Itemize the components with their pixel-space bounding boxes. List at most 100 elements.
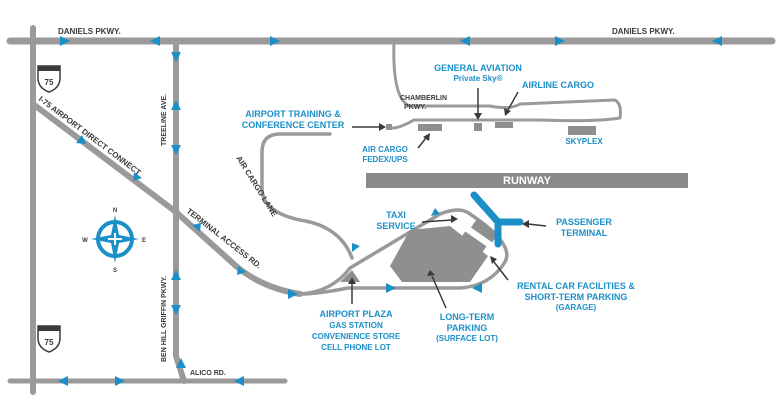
chamberlin-road (390, 39, 622, 130)
compass-rose-icon: N S E W (82, 208, 146, 274)
shield-band (38, 326, 60, 331)
taxi-service-label-1: TAXI (386, 210, 406, 220)
chamberlin-label-2: PKWY. (404, 104, 426, 111)
general-aviation-building (474, 123, 482, 131)
interstate-shield-icon (37, 325, 61, 353)
pointer-line (527, 223, 547, 227)
air-cargo-building (418, 124, 442, 131)
airline-cargo-building (495, 122, 513, 128)
rental-car-garage-2 (470, 218, 499, 243)
i75-shield-top: 75 (37, 65, 61, 93)
pointer-line (417, 137, 427, 149)
passenger-terminal-building (470, 191, 524, 248)
rental-car-label-2: SHORT-TERM PARKING (525, 292, 628, 302)
arrow-icon (171, 305, 181, 315)
arrow-icon (192, 223, 201, 232)
place-labels: GENERAL AVIATION Private Sky® AIRLINE CA… (242, 63, 636, 352)
arrow-icon (171, 145, 181, 155)
pointer-line (431, 275, 447, 309)
arrow-icon (431, 208, 440, 216)
runway-label: RUNWAY (503, 175, 552, 187)
chamberlin-label-1: CHAMBERLIN (400, 95, 447, 102)
compass-south: S (113, 268, 117, 274)
shield-number: 75 (45, 338, 54, 347)
pointer-line (421, 219, 453, 223)
airport-plaza-label-3: CONVENIENCE STORE (312, 332, 401, 341)
arrow-icon (490, 256, 497, 264)
daniels-pkwy-east-label: DANIELS PKWY. (612, 27, 675, 36)
airport-plaza-label-2: GAS STATION (329, 321, 383, 330)
training-center-label-2: CONFERENCE CENTER (242, 120, 345, 130)
pointer-line (493, 261, 509, 281)
arrow-icon (423, 133, 430, 141)
air-cargo-lane-road (260, 132, 354, 260)
interstate-shield-icon (37, 65, 61, 93)
arrow-icon (427, 270, 435, 276)
arrow-icon (352, 243, 360, 252)
skyplex-building (568, 126, 596, 135)
arrow-icon (386, 283, 396, 293)
arrow-icon (522, 220, 529, 228)
airport-plaza-label-4: CELL PHONE LOT (321, 343, 391, 352)
arrow-icon (504, 108, 511, 116)
taxi-service-label-2: SERVICE (376, 221, 415, 231)
airline-cargo-label: AIRLINE CARGO (522, 80, 594, 90)
arrow-icon (58, 376, 68, 386)
shield-band (38, 66, 60, 71)
arrow-icon (472, 283, 482, 293)
i75-shield-bottom: 75 (37, 325, 61, 353)
passenger-terminal-label-1: PASSENGER (556, 217, 612, 227)
road-network (6, 25, 776, 395)
arrow-icon (76, 135, 86, 144)
rental-car-garage-1 (458, 231, 487, 256)
airport-plaza-building (340, 270, 360, 282)
air-cargo-lane-label: AIR CARGO LANE (234, 154, 279, 219)
skyplex-label: SKYPLEX (565, 137, 603, 146)
private-sky-label: Private Sky® (453, 74, 502, 83)
arrow-icon (379, 123, 386, 131)
compass-east: E (142, 238, 146, 244)
arrow-icon (555, 36, 565, 46)
arrow-icon (270, 36, 280, 46)
arrow-icon (712, 36, 722, 46)
ben-hill-griffin-label: BEN HILL GRIFFIN PKWY. (161, 276, 168, 362)
compass-plane-icon (108, 233, 122, 245)
arrow-icon (60, 36, 70, 46)
air-cargo-label-1: AIR CARGO (362, 145, 408, 154)
general-aviation-label: GENERAL AVIATION (434, 63, 522, 73)
arrow-icon (171, 52, 181, 62)
arrow-icon (234, 376, 244, 386)
arrow-icon (460, 36, 470, 46)
runway-bar (366, 173, 688, 188)
arrow-icon (115, 376, 125, 386)
arrow-icon (176, 358, 186, 368)
terminal-access-label: TERMINAL ACCESS RD. (185, 206, 263, 270)
arrow-icon (348, 277, 356, 284)
alico-rd-label: ALICO RD. (190, 370, 226, 377)
pointer-line (507, 91, 519, 111)
treeline-ave-label: TREELINE AVE. (161, 94, 168, 146)
long-term-parking-label-2: PARKING (447, 323, 488, 333)
compass-north: N (113, 208, 117, 214)
arrow-icon (150, 36, 160, 46)
rental-car-label-3: (GARAGE) (556, 303, 597, 312)
long-term-parking-label-3: (SURFACE LOT) (436, 334, 498, 343)
daniels-pkwy-west-label: DANIELS PKWY. (58, 27, 121, 36)
arrow-icon (288, 289, 298, 299)
direction-arrows (58, 36, 722, 386)
long-term-parking-label-1: LONG-TERM (440, 312, 495, 322)
shield-number: 75 (45, 78, 54, 87)
label-pointers (348, 88, 547, 309)
i75-connect-road (30, 101, 179, 215)
arrow-icon (171, 270, 181, 280)
i75-connect-label: I-75 AIRPORT DIRECT CONNECT (37, 94, 143, 177)
compass-west: W (82, 238, 88, 244)
arrow-icon (133, 172, 142, 181)
passenger-terminal-label-2: TERMINAL (561, 228, 608, 238)
arrow-icon (451, 215, 458, 223)
air-cargo-label-2: FEDEX/UPS (362, 155, 408, 164)
rental-car-label-1: RENTAL CAR FACILITIES & (517, 281, 635, 291)
buildings (340, 122, 688, 282)
arrow-icon (474, 113, 482, 120)
